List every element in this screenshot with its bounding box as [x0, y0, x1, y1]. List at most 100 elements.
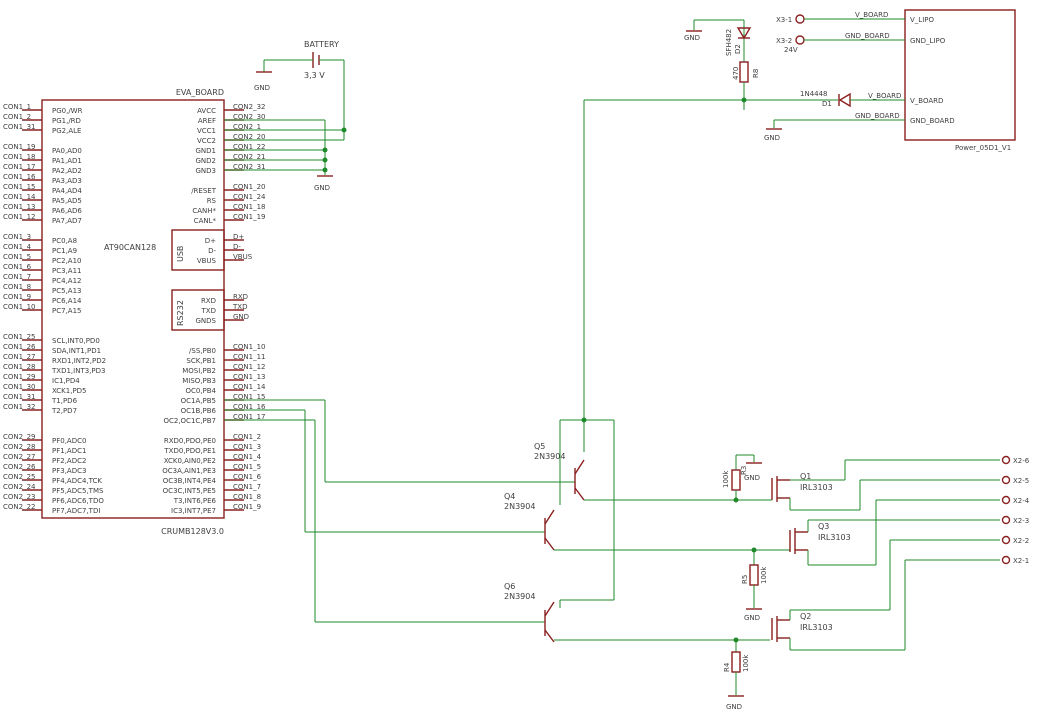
right-pin-con: VBUS — [233, 253, 253, 261]
x2-pin-label: X2-1 — [1013, 557, 1029, 565]
right-pin-name: GND2 — [195, 157, 216, 165]
x3-voltage: 24V — [784, 46, 798, 54]
power-module[interactable]: V_LIPO GND_LIPO V_BOARD GND_BOARD Power_… — [904, 9, 1016, 152]
left-pin-name: PG2,ALE — [52, 127, 81, 135]
right-pin-name: T3,INT6,PE6 — [173, 497, 217, 505]
gnd-label: GND — [254, 84, 270, 92]
diode-d1[interactable]: 1N4448 D1 V_BOARD — [744, 90, 905, 108]
right-pin-con: CON1_9 — [233, 503, 261, 511]
resistor-r4[interactable]: GND R4 100k — [723, 637, 750, 712]
battery-value: 3,3 V — [304, 71, 325, 80]
x2-pin[interactable] — [1001, 515, 1011, 525]
led-d2[interactable]: D2 SFH482 — [693, 19, 752, 62]
resistor-r3[interactable]: GND 100k R3 — [722, 454, 762, 503]
svg-text:IRL3103: IRL3103 — [800, 623, 833, 632]
right-pin-con: CON1_11 — [233, 353, 266, 361]
x2-pin-label: X2-6 — [1013, 457, 1030, 465]
resistor-r5[interactable]: GND R5 100k — [741, 547, 768, 623]
right-pin-name: RXD0,PDO,PE0 — [164, 437, 216, 445]
x2-pin[interactable] — [1001, 475, 1011, 485]
mosfet-q1[interactable]: Q1 IRL3103 — [736, 472, 833, 502]
right-pin-name: OC3A,AIN1,PE3 — [162, 467, 216, 475]
svg-text:IRL3103: IRL3103 — [800, 483, 833, 492]
left-pin-con: CON1_6 — [3, 263, 32, 271]
left-pin-con: CON1_3 — [3, 233, 31, 241]
left-pin-name: PF0,ADC0 — [52, 437, 86, 445]
left-pin-name: PG1,/RD — [52, 117, 81, 125]
svg-text:X3-2: X3-2 — [776, 37, 792, 45]
x2-pin[interactable] — [1001, 555, 1011, 565]
left-pin-con: CON1_29 — [3, 373, 36, 381]
vboard-rail — [559, 99, 744, 608]
right-pin-con: CON1_14 — [233, 383, 266, 391]
mosfet-q2[interactable]: Q2 IRL3103 — [771, 612, 833, 642]
left-pin-con: CON1_27 — [3, 353, 36, 361]
right-pin-con: CON2_31 — [233, 163, 266, 171]
right-pin-con: CON1_17 — [233, 413, 266, 421]
svg-text:2N3904: 2N3904 — [504, 592, 535, 601]
left-pin-name: PG0,/WR — [52, 107, 83, 115]
right-pin-name: SCK,PB1 — [186, 357, 216, 365]
left-pin-con: CON2_29 — [3, 433, 36, 441]
left-pin-name: PA1,AD1 — [52, 157, 82, 165]
left-pin-name: PA0,AD0 — [52, 147, 82, 155]
ic-bottom-label: CRUMB128V3.0 — [161, 527, 224, 536]
left-pin-con: CON1_30 — [3, 383, 36, 391]
svg-text:IRL3103: IRL3103 — [818, 533, 851, 542]
left-pin-con: CON2_22 — [3, 503, 36, 511]
svg-text:GND: GND — [764, 134, 780, 142]
right-pin-name: AREF — [198, 117, 216, 125]
right-pin-con: CON1_19 — [233, 213, 266, 221]
svg-text:SFH482: SFH482 — [725, 29, 733, 56]
right-pin-name: CANL* — [194, 217, 217, 225]
right-pin-con: CON1_20 — [233, 183, 266, 191]
right-pin-con: CON1_10 — [233, 343, 266, 351]
left-pin-con: CON1_15 — [3, 183, 36, 191]
left-pin-name: PF5,ADC5,TMS — [52, 487, 104, 495]
left-pin-con: CON2_28 — [3, 443, 36, 451]
left-pin-name: PA2,AD2 — [52, 167, 82, 175]
svg-text:GND_BOARD: GND_BOARD — [910, 117, 955, 125]
connector-x3[interactable]: X3-1 X3-2 24V V_BOARD GND_BOARD — [776, 11, 905, 54]
svg-text:R3: R3 — [740, 466, 748, 475]
x2-pin[interactable] — [1001, 455, 1011, 465]
right-pin-con: CON1_8 — [233, 493, 261, 501]
svg-text:Q6: Q6 — [504, 582, 515, 591]
mcu-chip[interactable]: EVA_BOARD AT90CAN128 CRUMB128V3.0 CON1_1… — [3, 88, 266, 536]
left-pin-con: CON1_17 — [3, 163, 36, 171]
left-pin-con: CON1_31 — [3, 123, 36, 131]
left-pin-con: CON2_27 — [3, 453, 36, 461]
x2-pin[interactable] — [1001, 535, 1011, 545]
connector-x2[interactable]: X2-6X2-5X2-4X2-3X2-2X2-1 — [1001, 455, 1030, 566]
right-pin-name: GNDS — [196, 317, 217, 325]
left-pin-name: PA7,AD7 — [52, 217, 82, 225]
svg-text:GND_LIPO: GND_LIPO — [910, 37, 946, 45]
left-pin-con: CON1_8 — [3, 283, 31, 291]
x2-pin[interactable] — [1001, 495, 1011, 505]
transistor-q6[interactable]: Q6 2N3904 — [504, 582, 770, 643]
right-pin-con: CON2_21 — [233, 153, 266, 161]
svg-text:100k: 100k — [742, 654, 750, 672]
right-pin-con: CON2_32 — [233, 103, 266, 111]
left-pin-name: PC4,A12 — [52, 277, 81, 285]
transistor-q5[interactable]: Q5 2N3904 — [534, 442, 736, 501]
right-pin-con: CON1_22 — [233, 143, 266, 151]
left-pin-con: CON1_18 — [3, 153, 36, 161]
right-pin-con: CON1_7 — [233, 483, 261, 491]
right-pin-name: OC3C,INT5,PE5 — [163, 487, 216, 495]
x2-pin-label: X2-5 — [1013, 477, 1029, 485]
right-pin-name: OC3B,INT4,PE4 — [163, 477, 217, 485]
left-pin-name: PF3,ADC3 — [52, 467, 86, 475]
svg-text:1N4448: 1N4448 — [800, 90, 828, 98]
battery[interactable]: BATTERY 3,3 V — [263, 40, 344, 80]
mosfet-q3[interactable]: Q3 IRL3103 — [789, 522, 851, 554]
transistor-q4[interactable]: Q4 2N3904 — [504, 492, 790, 551]
right-pin-name: OC0,PB4 — [185, 387, 216, 395]
svg-text:100k: 100k — [722, 470, 730, 488]
resistor-r8[interactable]: R8 470 — [732, 61, 760, 110]
right-pin-con: CON2_20 — [233, 133, 266, 141]
left-pin-con: CON1_25 — [3, 333, 36, 341]
right-pin-con: CON1_6 — [233, 473, 262, 481]
